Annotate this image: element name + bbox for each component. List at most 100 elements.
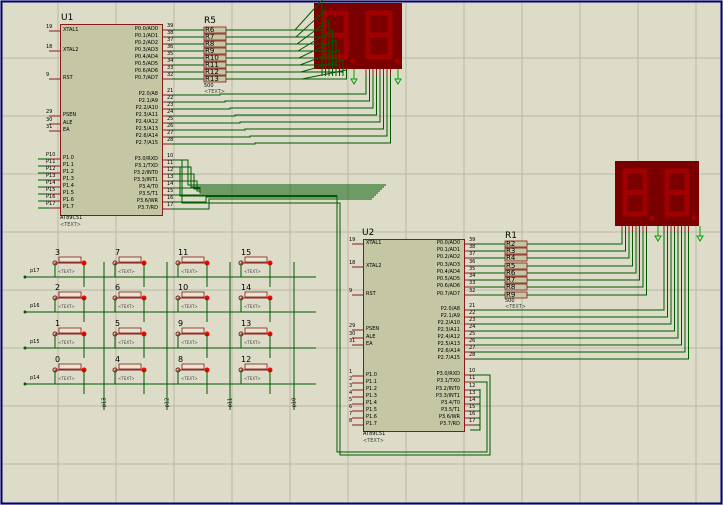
wire — [172, 187, 378, 194]
u2-part-label: AT89C51 — [363, 431, 386, 437]
wire — [172, 76, 381, 124]
pin-number: 21 — [469, 303, 476, 309]
pin-name: P3.2/INT0 — [133, 170, 158, 176]
pin-name: P1.3 — [63, 176, 74, 182]
wire — [172, 76, 374, 110]
led-dot — [691, 215, 697, 221]
pin-number: 13 — [167, 174, 174, 180]
pin-number: 2 — [349, 376, 353, 382]
u1-chip-body[interactable] — [60, 24, 163, 216]
display-top-digit-2 — [358, 3, 402, 69]
keypad-button[interactable] — [175, 291, 210, 322]
keypad-button[interactable] — [52, 363, 87, 394]
pin-number: 19 — [349, 237, 356, 243]
button-cap — [244, 363, 268, 370]
pin-number: P11 — [46, 159, 56, 165]
keypad-button[interactable] — [175, 256, 210, 287]
pin-name: P2.6/A14 — [437, 348, 460, 354]
resistor-pin-label: R7 — [506, 276, 516, 284]
pin-number: 35 — [167, 51, 174, 57]
keypad-row-net-label: p17 — [30, 268, 40, 274]
button-text-tag: <TEXT> — [181, 304, 198, 309]
keypad-button[interactable] — [175, 363, 210, 394]
keypad-button[interactable] — [112, 327, 147, 358]
r1-ref-label: R1 — [505, 231, 517, 241]
wire — [172, 76, 391, 145]
pin-number: 30 — [46, 117, 53, 123]
wire — [172, 180, 380, 192]
button-cap — [58, 256, 82, 263]
pin-number: 10 — [167, 153, 174, 159]
keypad-button[interactable] — [238, 256, 273, 287]
pin-number: 37 — [167, 37, 174, 43]
keypad-button[interactable] — [52, 327, 87, 358]
keypad-key-label: 7 — [115, 248, 121, 257]
wire — [527, 232, 623, 245]
resistor-pin-label: R13 — [205, 75, 219, 83]
keypad-key-label: 6 — [115, 283, 121, 292]
wire — [474, 232, 672, 325]
wire — [474, 232, 675, 332]
button-cap — [58, 291, 82, 298]
keypad-col-net-label: p12 — [164, 397, 171, 408]
keypad-button[interactable] — [238, 327, 273, 358]
pin-name: RST — [366, 291, 376, 297]
wire — [527, 232, 626, 252]
button-cap — [181, 327, 205, 334]
keypad-button[interactable] — [238, 363, 273, 394]
pin-number: 23 — [167, 102, 174, 108]
keypad-button[interactable] — [52, 256, 87, 287]
keypad-button[interactable] — [52, 291, 87, 322]
wire — [226, 50, 333, 76]
keypad-row-net-label: p15 — [30, 339, 40, 345]
keypad-button[interactable] — [112, 291, 147, 322]
button-cap — [244, 327, 268, 334]
pin-number: 15 — [469, 404, 476, 410]
resistor-pin-label: R6 — [205, 26, 215, 34]
display-top-digit-1 — [314, 3, 358, 69]
keypad-button[interactable] — [238, 291, 273, 322]
pin-name: P2.0/A8 — [138, 91, 158, 97]
wire — [527, 232, 640, 281]
pin-number: 18 — [46, 44, 53, 50]
pin-number: 14 — [167, 181, 174, 187]
r1-value-label: 500 — [505, 298, 515, 304]
pin-name: P2.4/A12 — [437, 334, 460, 340]
pin-number: 29 — [349, 323, 356, 329]
button-text-tag: <TEXT> — [58, 269, 75, 274]
pin-name: P1.7 — [366, 421, 377, 427]
keypad-row-net-label: p14 — [30, 375, 40, 381]
pin-number: 15 — [167, 188, 174, 194]
resistor-pin-label: R5 — [506, 262, 516, 270]
pin-name: P0.5/AD5 — [436, 276, 460, 282]
wire — [474, 232, 668, 318]
keypad-button[interactable] — [175, 327, 210, 358]
pin-name: P2.3/A11 — [437, 327, 460, 333]
pin-number: 38 — [167, 30, 174, 36]
pin-name: P2.6/A14 — [135, 133, 158, 139]
keypad-button[interactable] — [112, 256, 147, 287]
pin-number: P13 — [46, 173, 56, 179]
pin-number: 28 — [469, 352, 476, 358]
resistor-pin-label: R4 — [506, 254, 516, 262]
pin-name: P1.5 — [366, 407, 377, 413]
pin-name: P0.0/AD0 — [134, 26, 158, 32]
keypad-button[interactable] — [112, 363, 147, 394]
pin-name: P3.3/INT1 — [435, 393, 460, 399]
u2-chip-body[interactable] — [363, 239, 465, 432]
pin-number: 16 — [167, 195, 174, 201]
wire — [527, 232, 637, 274]
pin-number: P14 — [46, 180, 56, 186]
ground-symbol — [654, 226, 662, 242]
ground-symbol — [696, 226, 704, 242]
button-cap — [118, 256, 142, 263]
keypad-key-label: 0 — [55, 355, 61, 364]
pin-name: P0.6/AD6 — [436, 283, 460, 289]
ground-arrow — [350, 78, 358, 85]
pin-name: P1.2 — [366, 386, 377, 392]
pin-number: 14 — [469, 397, 476, 403]
button-text-tag: <TEXT> — [244, 376, 261, 381]
pin-number: 34 — [167, 58, 174, 64]
